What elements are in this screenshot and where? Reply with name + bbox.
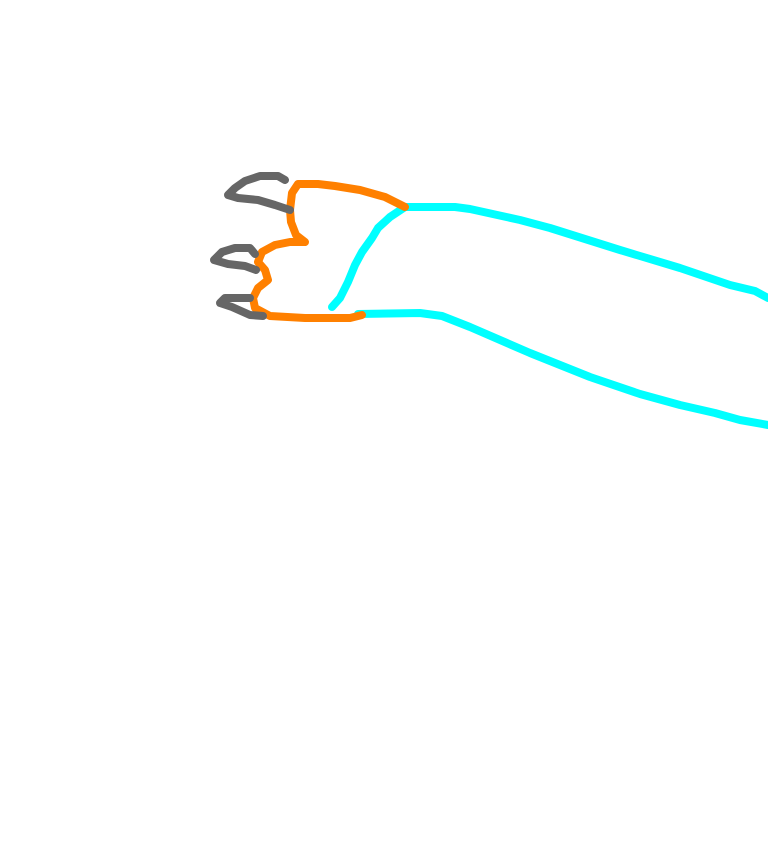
claw-top [224,172,294,214]
arm [328,203,768,429]
arm-lower-edge [354,309,768,429]
claw-bottom [216,294,267,320]
claw-middle [210,244,260,274]
wrist-line [328,203,409,311]
paw [249,180,409,322]
claws [210,172,294,320]
arm-upper-edge [401,203,768,302]
paw-outline [249,180,409,322]
